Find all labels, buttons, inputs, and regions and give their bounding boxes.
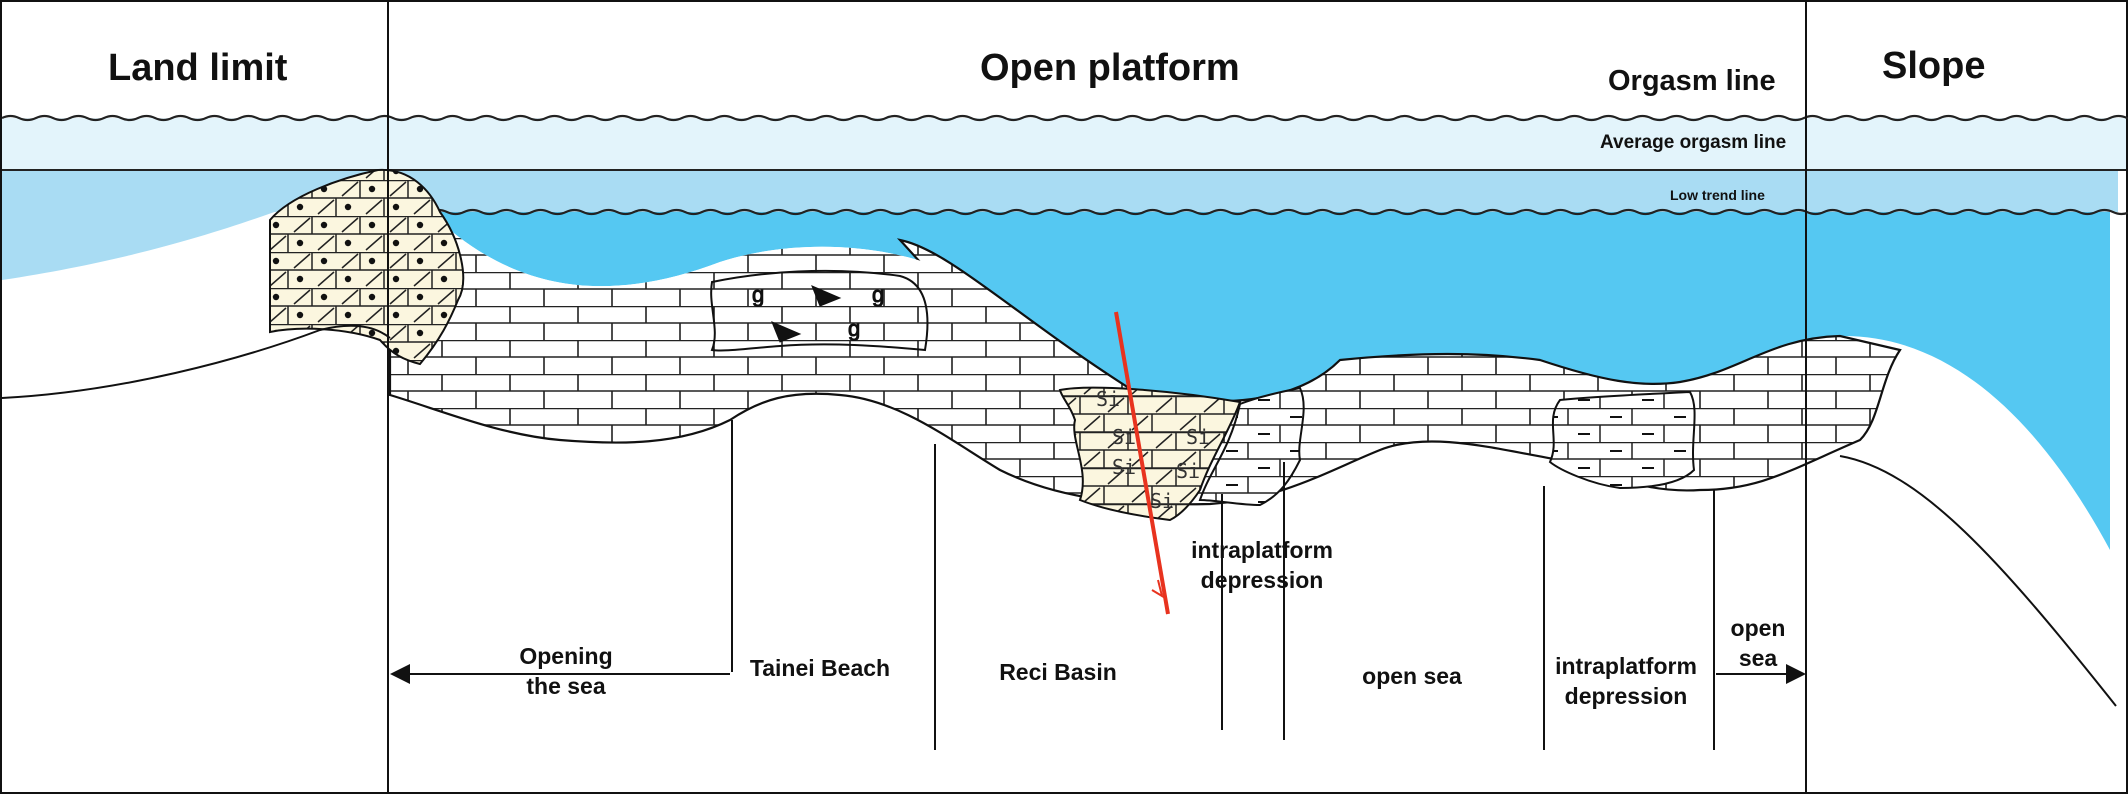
open-sea-right-arrow [1716,664,1806,684]
facies-boundaries [731,420,1715,750]
zone-slope: Slope [1882,45,1985,87]
svg-text:Si: Si [1096,387,1120,411]
low-tide-wave-line [429,208,2128,216]
label-intraplatform-a-1: intraplatform [1191,537,1333,563]
label-tainei-beach: Tainei Beach [750,655,890,681]
zone-open-platform: Open platform [980,47,1240,89]
svg-text:Si: Si [1112,425,1136,449]
marl-lens-left [1198,386,1305,507]
svg-text:ɡ: ɡ [872,282,884,307]
label-intraplatform-a-2: depression [1201,567,1324,593]
si-labels: Si Si Si Si Si Si [1096,387,1210,513]
label-intraplatform-b-2: depression [1565,683,1688,709]
svg-text:Si: Si [1186,425,1210,449]
deep-water [430,212,2110,550]
label-open-sea-right-1: open [1731,615,1786,641]
svg-text:ɡ: ɡ [752,282,764,307]
left-shallow-water [2,170,390,280]
label-average-orgasm-line: Average orgasm line [1600,132,1786,153]
oolitic-shoal [710,269,929,352]
basement-left [1,324,391,399]
average-tide-band [2,170,2118,212]
siliceous-dolomite-body [1058,386,1242,522]
svg-text:Si: Si [1112,455,1136,479]
high-tide-wave-line [1,114,2128,122]
label-opening-sea-2: the sea [526,673,605,699]
label-open-sea: open sea [1362,663,1462,689]
fault-arrow [1151,579,1164,599]
label-reci-basin: Reci Basin [999,659,1117,685]
fossil-symbols: ɡ ɡ ɡ [752,282,885,343]
basement-right [1839,455,2117,707]
zone-land-limit: Land limit [108,47,288,89]
label-open-sea-right-2: sea [1739,645,1778,671]
label-low-trend-line: Low trend line [1670,187,1765,203]
svg-text:Si: Si [1176,459,1200,483]
label-orgasm-line: Orgasm line [1608,65,1776,97]
high-tide-band [2,118,2126,170]
fault-line [1114,311,1170,615]
label-opening-sea-1: Opening [519,643,612,669]
dolomite-tidal-flat [269,168,465,366]
label-intraplatform-b-1: intraplatform [1555,653,1697,679]
marl-lens-right [1548,390,1696,490]
svg-text:Si: Si [1150,489,1174,513]
opening-sea-arrow [390,664,730,684]
svg-text:ɡ: ɡ [848,316,860,341]
